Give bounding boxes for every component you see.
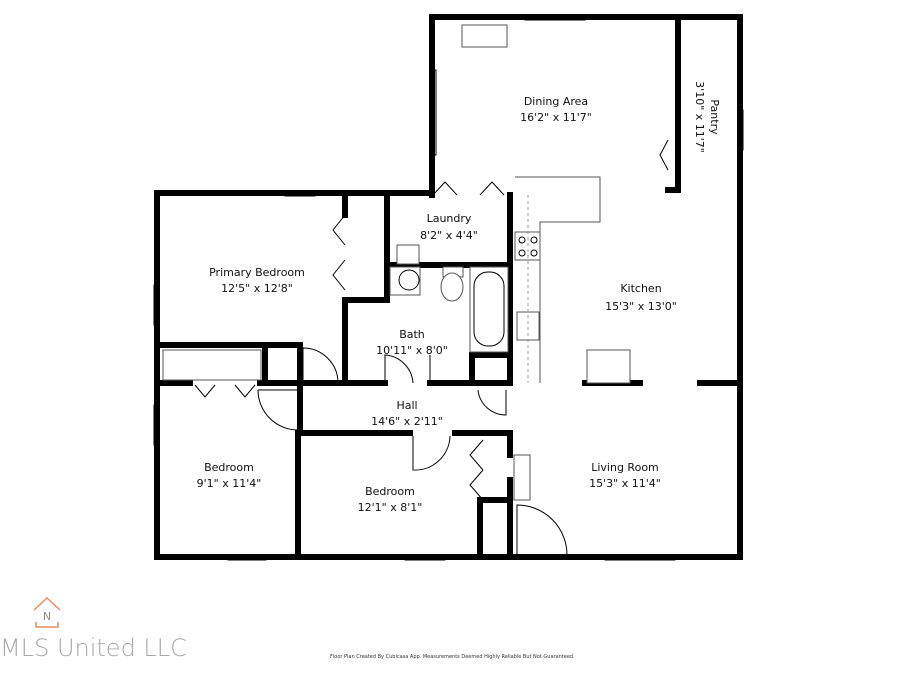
room-name-bath: Bath: [399, 328, 425, 341]
room-dims-dining: 16'2" x 11'7": [520, 111, 592, 124]
room-dims-bedroom-2: 12'1" x 8'1": [358, 501, 423, 514]
room-dims-kitchen: 15'3" x 13'0": [605, 300, 677, 313]
room-dims-bath: 10'11" x 8'0": [376, 344, 448, 357]
room-name-hall: Hall: [396, 399, 417, 412]
room-name-pantry: Pantry: [708, 99, 721, 135]
footer-disclaimer: Floor Plan Created By Cubicasa App. Meas…: [330, 654, 575, 660]
room-name-bedroom-2: Bedroom: [365, 485, 415, 498]
room-name-dining: Dining Area: [524, 95, 588, 108]
room-dims-living: 15'3" x 11'4": [589, 477, 661, 490]
watermark-text: MLS United LLC: [0, 634, 187, 662]
room-labels: Dining Area 16'2" x 11'7" Pantry 3'10" x…: [197, 81, 721, 514]
watermark-logo: N MLS United LLC: [0, 596, 187, 662]
room-name-laundry: Laundry: [427, 212, 472, 225]
fixtures: [162, 24, 631, 501]
room-dims-primary-bedroom: 12'5" x 12'8": [221, 282, 293, 295]
room-name-kitchen: Kitchen: [620, 282, 661, 295]
walls: [154, 14, 743, 560]
doors: [194, 139, 669, 556]
room-name-bedroom-1: Bedroom: [204, 461, 254, 474]
room-dims-bedroom-1: 9'1" x 11'4": [197, 477, 262, 490]
room-dims-hall: 14'6" x 2'11": [371, 415, 443, 428]
room-name-living: Living Room: [591, 461, 659, 474]
room-name-primary-bedroom: Primary Bedroom: [209, 266, 305, 279]
house-logo-icon: [33, 596, 61, 611]
logo-letter: N: [43, 610, 51, 623]
room-dims-pantry: 3'10" x 11'7": [693, 81, 706, 153]
room-dims-laundry: 8'2" x 4'4": [420, 229, 478, 242]
